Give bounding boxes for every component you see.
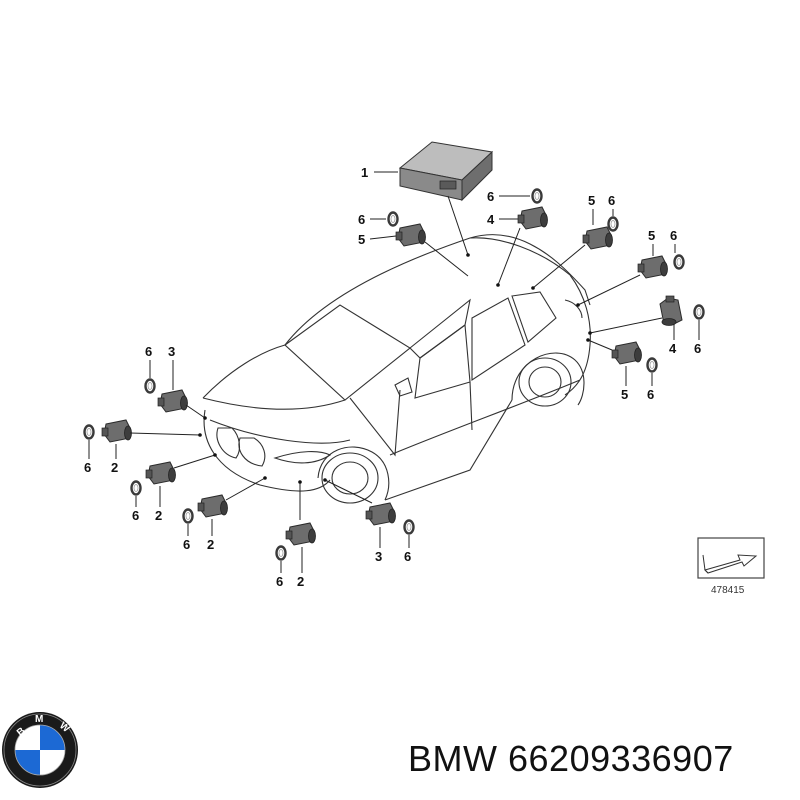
callout-label-3: 3 xyxy=(168,344,175,359)
seal-ring xyxy=(403,519,415,535)
part-caption: BMW 66209336907 xyxy=(408,738,793,788)
seal-ring xyxy=(673,254,685,270)
part-number: 66209336907 xyxy=(508,738,734,779)
sensor-part xyxy=(395,223,426,247)
callout-label-5: 5 xyxy=(358,232,365,247)
seal-ring xyxy=(182,508,194,524)
sensor-part xyxy=(365,502,396,526)
callout-label-6: 6 xyxy=(84,460,91,475)
callout-label-5: 5 xyxy=(648,228,655,243)
callout-label-2: 2 xyxy=(111,460,118,475)
callout-label-2: 2 xyxy=(207,537,214,552)
callout-label-6: 6 xyxy=(647,387,654,402)
callout-label-6: 6 xyxy=(132,508,139,523)
callout-label-6: 6 xyxy=(404,549,411,564)
seal-ring xyxy=(83,424,95,440)
callout-label-6: 6 xyxy=(358,212,365,227)
sensor-part xyxy=(611,341,642,365)
callout-label-5: 5 xyxy=(621,387,628,402)
seal-ring xyxy=(607,216,619,232)
seal-ring xyxy=(144,378,156,394)
sensor-part xyxy=(517,206,548,230)
sensor-part xyxy=(285,522,316,546)
callout-label-6: 6 xyxy=(670,228,677,243)
reference-number: 478415 xyxy=(711,585,745,596)
seal-ring xyxy=(531,188,543,204)
callout-label-4: 4 xyxy=(669,341,677,356)
sensor-part xyxy=(101,419,132,443)
sensor-part xyxy=(637,255,668,279)
sensor-part xyxy=(157,389,188,413)
reference-box xyxy=(697,537,765,579)
callout-label-6: 6 xyxy=(145,344,152,359)
control-unit xyxy=(398,141,494,202)
callout-label-2: 2 xyxy=(297,574,304,589)
bmw-logo: B M W xyxy=(2,712,78,788)
callout-label-2: 2 xyxy=(155,508,162,523)
sensor-part xyxy=(582,226,613,250)
callout-label-1: 1 xyxy=(361,165,368,180)
callout-label-3: 3 xyxy=(375,549,382,564)
seal-ring xyxy=(387,211,399,227)
sensor-part xyxy=(659,295,683,326)
sensor-part xyxy=(145,461,176,485)
callout-label-6: 6 xyxy=(487,189,494,204)
seal-ring xyxy=(275,545,287,561)
brand-name: BMW xyxy=(408,738,498,779)
seal-ring xyxy=(646,357,658,373)
seal-ring xyxy=(693,304,705,320)
callout-label-6: 6 xyxy=(276,574,283,589)
car-outline xyxy=(202,234,591,504)
callout-label-5: 5 xyxy=(588,193,595,208)
sensor-part xyxy=(197,494,228,518)
callout-label-6: 6 xyxy=(183,537,190,552)
seal-ring xyxy=(130,480,142,496)
svg-text:M: M xyxy=(35,714,43,725)
callout-label-4: 4 xyxy=(487,212,495,227)
callout-label-6: 6 xyxy=(608,193,615,208)
callout-label-6: 6 xyxy=(694,341,701,356)
